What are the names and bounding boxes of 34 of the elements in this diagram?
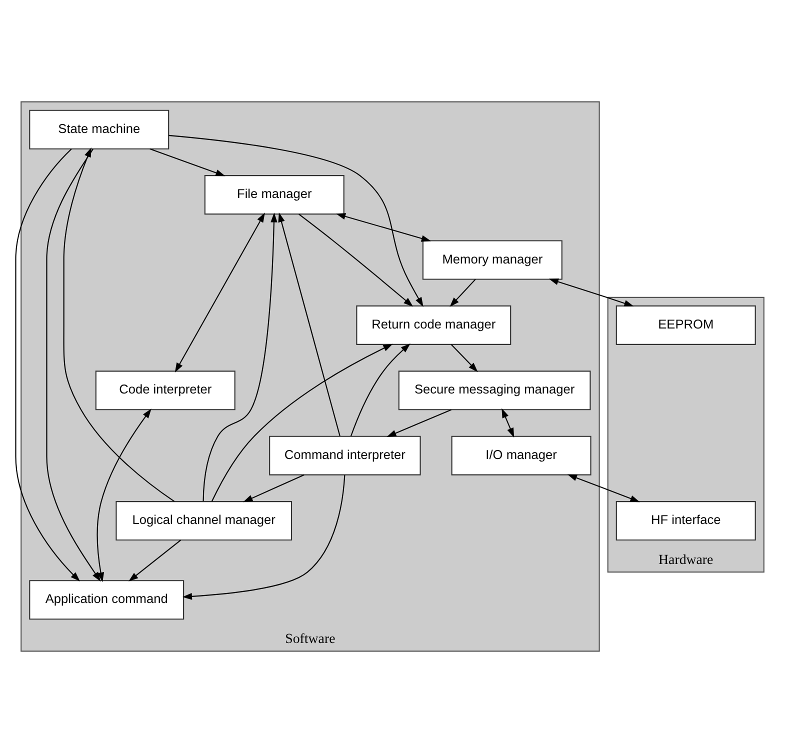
node-box: Memory manager <box>422 240 562 280</box>
arrow <box>386 409 452 437</box>
arrow <box>96 408 152 582</box>
node-box: Command interpreter <box>269 436 421 476</box>
node-box: Logical channel manager <box>116 501 292 541</box>
node-box: File manager <box>204 175 344 215</box>
arrow <box>450 344 478 372</box>
node-box: Return code manager <box>356 305 512 345</box>
arrow <box>336 213 432 242</box>
node-box: Secure messaging manager <box>398 370 591 410</box>
arrow <box>567 474 640 502</box>
arrow <box>15 148 80 582</box>
arrow <box>350 344 410 436</box>
arrow <box>548 278 634 307</box>
node-box: HF interface <box>616 501 756 541</box>
arrow <box>243 474 304 502</box>
arrow <box>211 344 393 502</box>
node-box: EEPROM <box>616 305 756 345</box>
arrow <box>128 540 182 582</box>
node-box: I/O manager <box>451 436 592 476</box>
arrow <box>278 212 340 436</box>
arrow <box>182 475 346 600</box>
arrow <box>502 408 514 438</box>
node-box: Application command <box>29 580 184 620</box>
arrow <box>150 148 226 176</box>
arrow <box>46 148 101 582</box>
arrow <box>63 147 175 502</box>
arrow <box>202 212 278 502</box>
node-box: State machine <box>29 110 170 150</box>
arrow <box>450 278 476 307</box>
node-box: Code interpreter <box>95 370 236 410</box>
arrow <box>168 134 424 307</box>
arrow <box>174 212 265 372</box>
arrow <box>298 214 414 307</box>
